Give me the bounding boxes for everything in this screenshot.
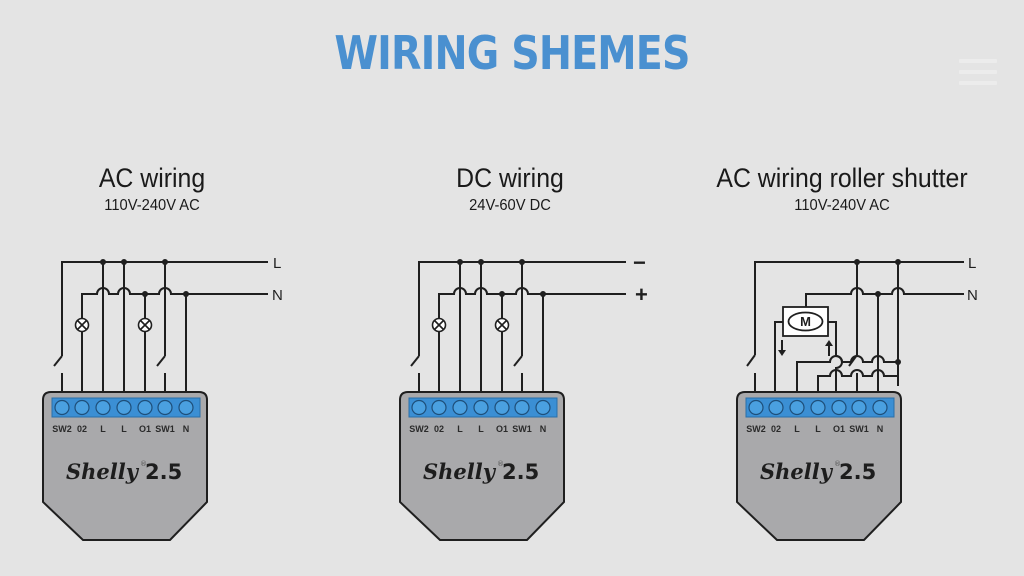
terminal-label: SW1 <box>849 424 869 434</box>
model-number: 2.5 <box>839 460 876 484</box>
line-label-n: N <box>272 287 283 304</box>
roller-wiring-title: AC wiring roller shutter <box>716 163 968 193</box>
model-number: 2.5 <box>145 460 182 484</box>
ac-terminal-labels: SW2 02 L L O1 SW1 N <box>52 424 189 434</box>
model-number: 2.5 <box>502 460 539 484</box>
dc-wiring-title: DC wiring <box>456 163 564 193</box>
line-label-minus: − <box>633 250 646 275</box>
svg-text:®: ® <box>834 460 841 468</box>
terminal-label: L <box>100 424 106 434</box>
dc-wiring-diagram: − + SW2 02 L L O1 SW1 N Shelly ® 2.5 <box>399 250 648 541</box>
terminal-label: 02 <box>77 424 87 434</box>
hamburger-menu-icon[interactable] <box>959 57 997 87</box>
terminal-label: SW2 <box>746 424 766 434</box>
line-label-plus: + <box>635 282 648 307</box>
terminal-label: SW1 <box>512 424 532 434</box>
terminal-label: N <box>877 424 884 434</box>
terminal-label: L <box>815 424 821 434</box>
roller-wiring-subtitle: 110V-240V AC <box>794 197 890 214</box>
terminal-label: O1 <box>139 424 151 434</box>
line-label-n: N <box>967 287 978 304</box>
menu-bar <box>959 70 997 74</box>
svg-text:®: ® <box>497 460 504 468</box>
terminal-label: O1 <box>833 424 845 434</box>
page-title: WIRING SHEMES <box>334 26 690 80</box>
terminal-label: 02 <box>434 424 444 434</box>
brand-logo: Shelly <box>423 459 497 484</box>
roller-terminal-labels: SW2 02 L L O1 SW1 N <box>746 424 883 434</box>
terminal-label: N <box>183 424 190 434</box>
dc-wiring-subtitle: 24V-60V DC <box>469 197 551 214</box>
dc-terminal-labels: SW2 02 L L O1 SW1 N <box>409 424 546 434</box>
terminal-label: L <box>794 424 800 434</box>
menu-bar <box>959 81 997 85</box>
terminal-label: L <box>478 424 484 434</box>
terminal-label: L <box>121 424 127 434</box>
roller-wiring-diagram: M L N SW2 02 L L O1 S <box>736 255 978 541</box>
svg-text:®: ® <box>140 460 147 468</box>
terminal-label: O1 <box>496 424 508 434</box>
terminal-label: N <box>540 424 547 434</box>
line-label-l: L <box>273 255 281 272</box>
brand-logo: Shelly <box>66 459 140 484</box>
terminal-label: SW1 <box>155 424 175 434</box>
terminal-label: SW2 <box>409 424 429 434</box>
terminal-label: 02 <box>771 424 781 434</box>
terminal-label: L <box>457 424 463 434</box>
motor-label: M <box>800 314 811 329</box>
ac-wiring-subtitle: 110V-240V AC <box>104 197 200 214</box>
menu-bar <box>959 59 997 63</box>
terminal-label: SW2 <box>52 424 72 434</box>
brand-logo: Shelly <box>760 459 834 484</box>
line-label-l: L <box>968 255 976 272</box>
ac-wiring-diagram: L N SW2 02 L L O1 SW1 N Shelly ® 2.5 <box>42 255 283 541</box>
ac-wiring-title: AC wiring <box>98 163 206 193</box>
